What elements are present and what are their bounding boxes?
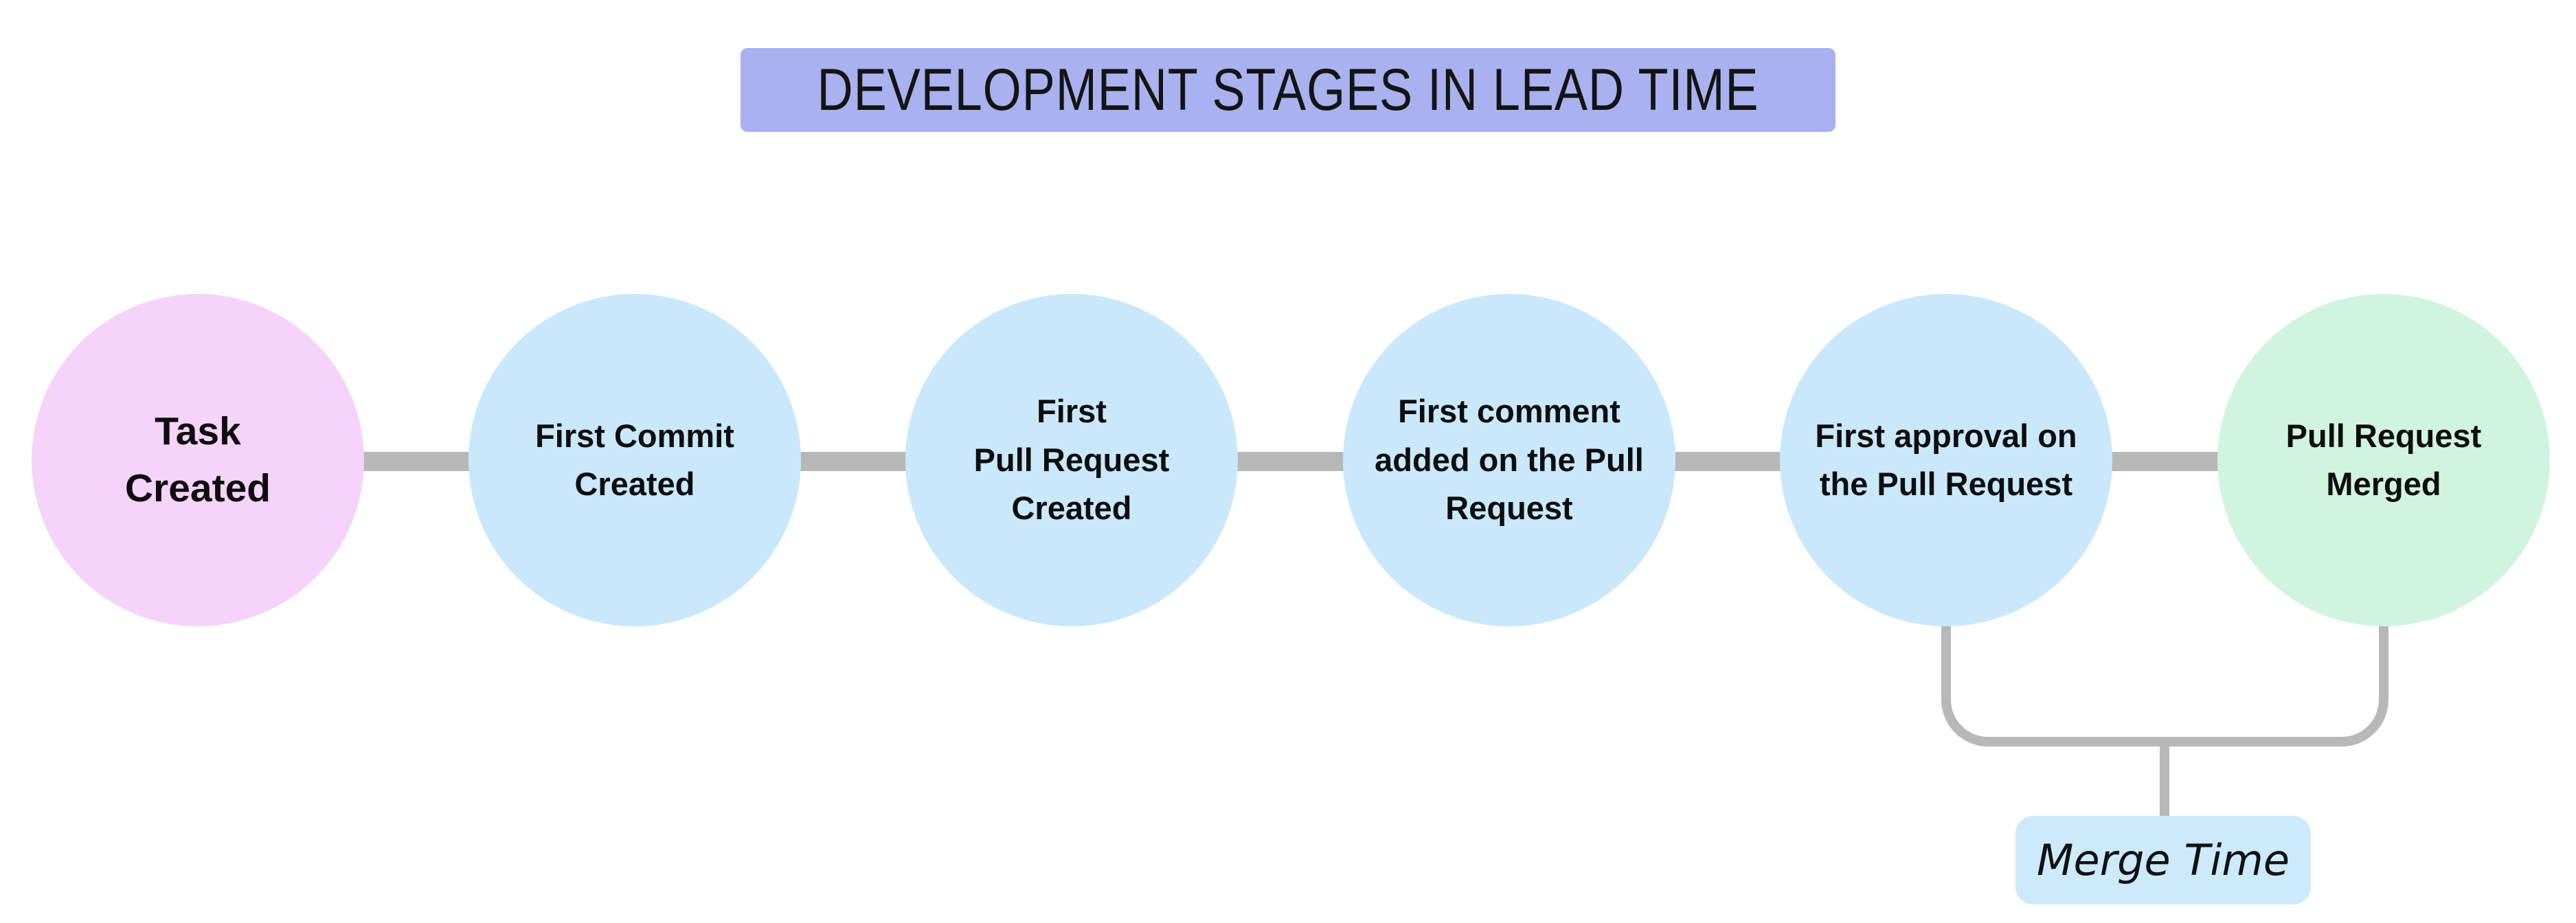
stage-circle-first-comment-added: First comment added on the Pull Request — [1343, 294, 1675, 626]
stage-label-first-comment-added: First comment added on the Pull Request — [1375, 393, 1644, 527]
diagram-title-banner: DEVELOPMENT STAGES IN LEAD TIME — [741, 48, 1835, 132]
stage-circle-pull-request-merged: Pull Request Merged — [2217, 294, 2550, 626]
stage-label-task-created: Task Created — [124, 409, 271, 510]
stage-label-pull-request-merged: Pull Request Merged — [2285, 417, 2482, 503]
merge-time-label-box: Merge Time — [2015, 816, 2311, 904]
stage-circle-first-pull-request-created: First Pull Request Created — [905, 294, 1238, 626]
merge-time-label: Merge Time — [2037, 835, 2290, 885]
merge-time-bracket — [1941, 620, 2388, 747]
stage-label-first-pull-request-created: First Pull Request Created — [973, 393, 1170, 527]
merge-time-bracket-stem — [2160, 745, 2169, 819]
stage-label-first-approval: First approval on the Pull Request — [1815, 417, 2077, 503]
stage-label-first-commit-created: First Commit Created — [535, 417, 734, 503]
stage-circle-task-created: Task Created — [32, 294, 364, 626]
stage-circle-first-commit-created: First Commit Created — [468, 294, 801, 626]
stage-circle-first-approval: First approval on the Pull Request — [1780, 294, 2112, 626]
diagram-title: DEVELOPMENT STAGES IN LEAD TIME — [817, 56, 1759, 123]
